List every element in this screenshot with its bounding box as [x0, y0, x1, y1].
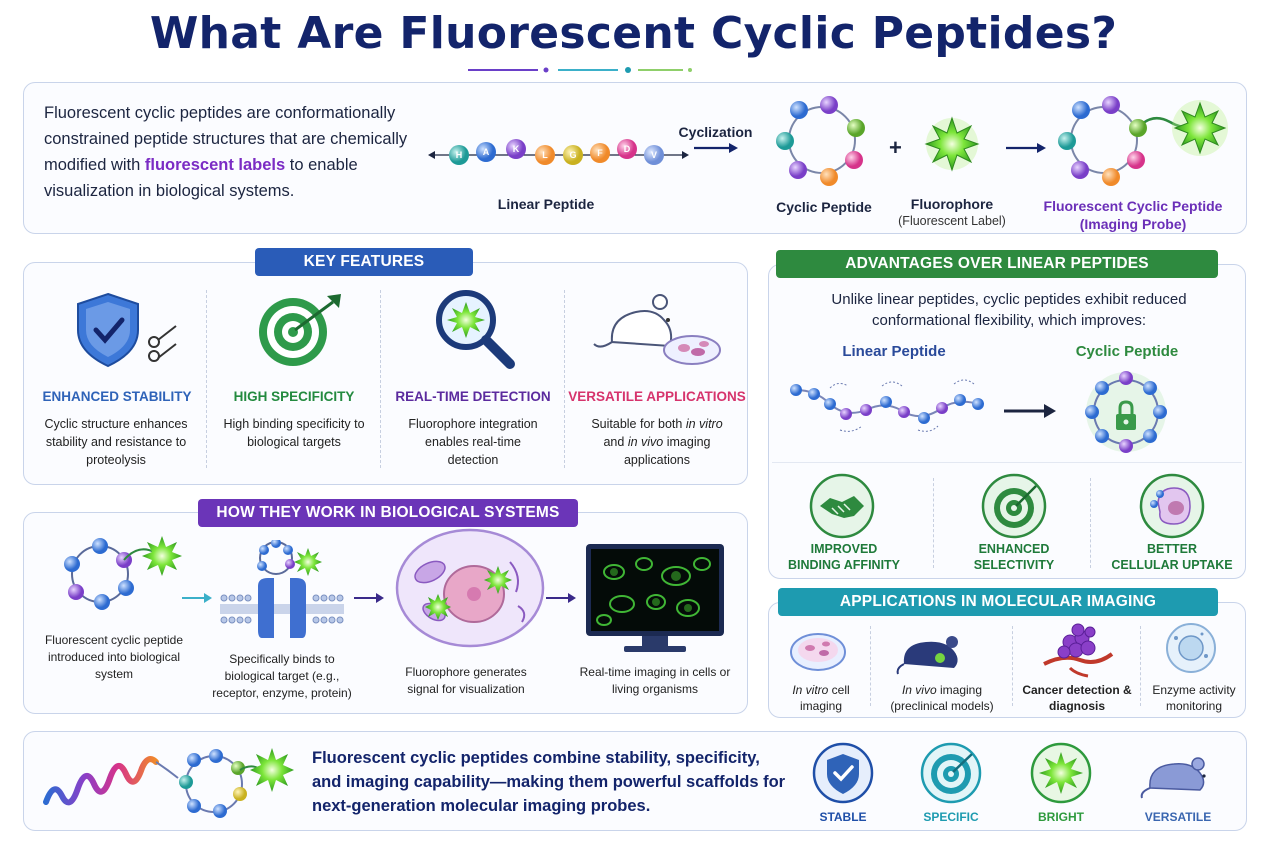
probe-sub-label: (Imaging Probe) [1079, 216, 1187, 232]
arrow-icon [354, 593, 384, 603]
fluorophore-sub-label: (Fluorescent Label) [898, 214, 1006, 228]
target-icon [259, 294, 341, 366]
divider [564, 290, 565, 468]
advantages-header: ADVANTAGES OVER LINEAR PEPTIDES [776, 250, 1218, 278]
mouse-petri-dish-icon [593, 294, 721, 365]
feature-desc-specificity: High binding specificity to biological t… [223, 417, 365, 449]
application-cancer-detection: Cancer detection & diagnosis [1022, 683, 1132, 713]
flexible-linear-peptide-icon [790, 379, 984, 432]
residue-label: V [651, 150, 657, 160]
petri-dish-icon [790, 633, 846, 671]
how-step-1: Fluorescent cyclic peptide introduced in… [44, 633, 184, 681]
locked-cyclic-peptide-icon [1085, 371, 1167, 453]
linear-peptide-label: Linear Peptide [497, 196, 595, 212]
vdiv [1012, 626, 1013, 706]
monitor-icon [586, 544, 724, 652]
feature-desc-detection: Fluorophore integration enables real-tim… [408, 417, 538, 467]
cyclization-label: Cyclization [678, 124, 753, 140]
target-badge-icon [920, 742, 982, 804]
how-step-2: Specifically binds to biological target … [212, 652, 352, 700]
arrow-icon [182, 593, 212, 603]
arrow-icon [1006, 143, 1046, 153]
arrow-icon [1004, 404, 1056, 418]
mouse-icon [896, 636, 960, 675]
vdiv [1140, 626, 1141, 706]
title-decoration [468, 67, 692, 73]
badge-bright: BRIGHT [1038, 810, 1084, 824]
residue-label: A [483, 147, 490, 157]
enzyme-cell-icon [1166, 623, 1216, 673]
fluorophore-star-icon [924, 116, 980, 172]
feature-title-detection: REAL-TIME DETECTION [395, 389, 551, 404]
advantages-linear-label: Linear Peptide [842, 343, 946, 360]
application-in-vivo: In vivo imaging (preclinical models) [890, 683, 994, 713]
badge-specific: SPECIFIC [923, 810, 979, 824]
cyclic-peptide-label: Cyclic Peptide [776, 199, 872, 215]
tumor-icon [1043, 623, 1114, 678]
vdiv [933, 478, 934, 568]
cell-icon [395, 528, 545, 648]
feature-title-versatile: VERSATILE APPLICATIONS [568, 389, 746, 404]
advantages-intro: Unlike linear peptides, cyclic peptides … [831, 291, 1187, 329]
application-in-vitro: In vitro cell imaging [792, 683, 850, 713]
shield-icon [77, 292, 177, 368]
vdiv [1090, 478, 1091, 568]
intro-text: Fluorescent cyclic peptides are conforma… [44, 104, 408, 200]
mouse-badge-icon [1140, 757, 1206, 799]
page-title: What Are Fluorescent Cyclic Peptides? [149, 8, 1118, 59]
divider [206, 290, 207, 468]
cellular-uptake-icon [1139, 473, 1205, 539]
residue-label: H [456, 150, 463, 160]
how-header: HOW THEY WORK IN BIOLOGICAL SYSTEMS [198, 499, 578, 527]
divider [380, 290, 381, 468]
residue-label: G [569, 150, 576, 160]
badge-versatile: VERSATILE [1144, 810, 1212, 824]
application-enzyme-monitoring: Enzyme activity monitoring [1152, 683, 1236, 713]
cyclic-peptide-icon [776, 96, 865, 186]
feature-title-stability: ENHANCED STABILITY [42, 389, 192, 404]
feature-title-specificity: HIGH SPECIFICITY [233, 389, 355, 404]
linear-peptide-diagram: H A K L G F D V [428, 139, 689, 165]
residue-label: D [624, 144, 631, 154]
fluorophore-label: Fluorophore [910, 196, 994, 212]
magnifier-icon [436, 290, 515, 369]
how-step-3: Fluorophore generates signal for visuali… [405, 665, 527, 696]
residue-label: K [513, 144, 520, 154]
advantages-divider [772, 462, 1242, 463]
star-badge-icon [1030, 742, 1092, 804]
key-features-header: KEY FEATURES [255, 248, 473, 276]
intro-panel [23, 82, 1247, 234]
intro-highlight: fluorescent labels [144, 156, 286, 174]
residue-label: L [542, 150, 548, 160]
probe-label: Fluorescent Cyclic Peptide [1043, 198, 1223, 214]
feature-desc-stability: Cyclic structure enhances stability and … [44, 417, 188, 467]
target-icon [981, 473, 1047, 539]
fluorescent-cyclic-peptide-icon [1058, 96, 1228, 186]
applications-header: APPLICATIONS IN MOLECULAR IMAGING [778, 588, 1218, 616]
arrow-icon [546, 593, 576, 603]
badge-stable: STABLE [819, 810, 867, 824]
helix-and-probe-icon [43, 748, 294, 818]
key-features-panel [23, 262, 748, 485]
advantages-cyclic-label: Cyclic Peptide [1075, 343, 1179, 360]
cyclization-arrow-icon [694, 143, 738, 153]
peptide-with-fluorophore-icon [64, 536, 182, 610]
feature-desc-versatile: Suitable for both in vitro and in vivo i… [591, 417, 723, 467]
summary-text: Fluorescent cyclic peptides combine stab… [312, 749, 786, 815]
handshake-icon [809, 473, 875, 539]
shield-badge-icon [812, 742, 874, 804]
how-step-4: Real-time imaging in cells or living org… [579, 665, 731, 696]
plus-sign: + [889, 135, 902, 160]
vdiv [870, 626, 871, 706]
residue-label: F [597, 148, 603, 158]
receptor-binding-icon [220, 540, 344, 638]
